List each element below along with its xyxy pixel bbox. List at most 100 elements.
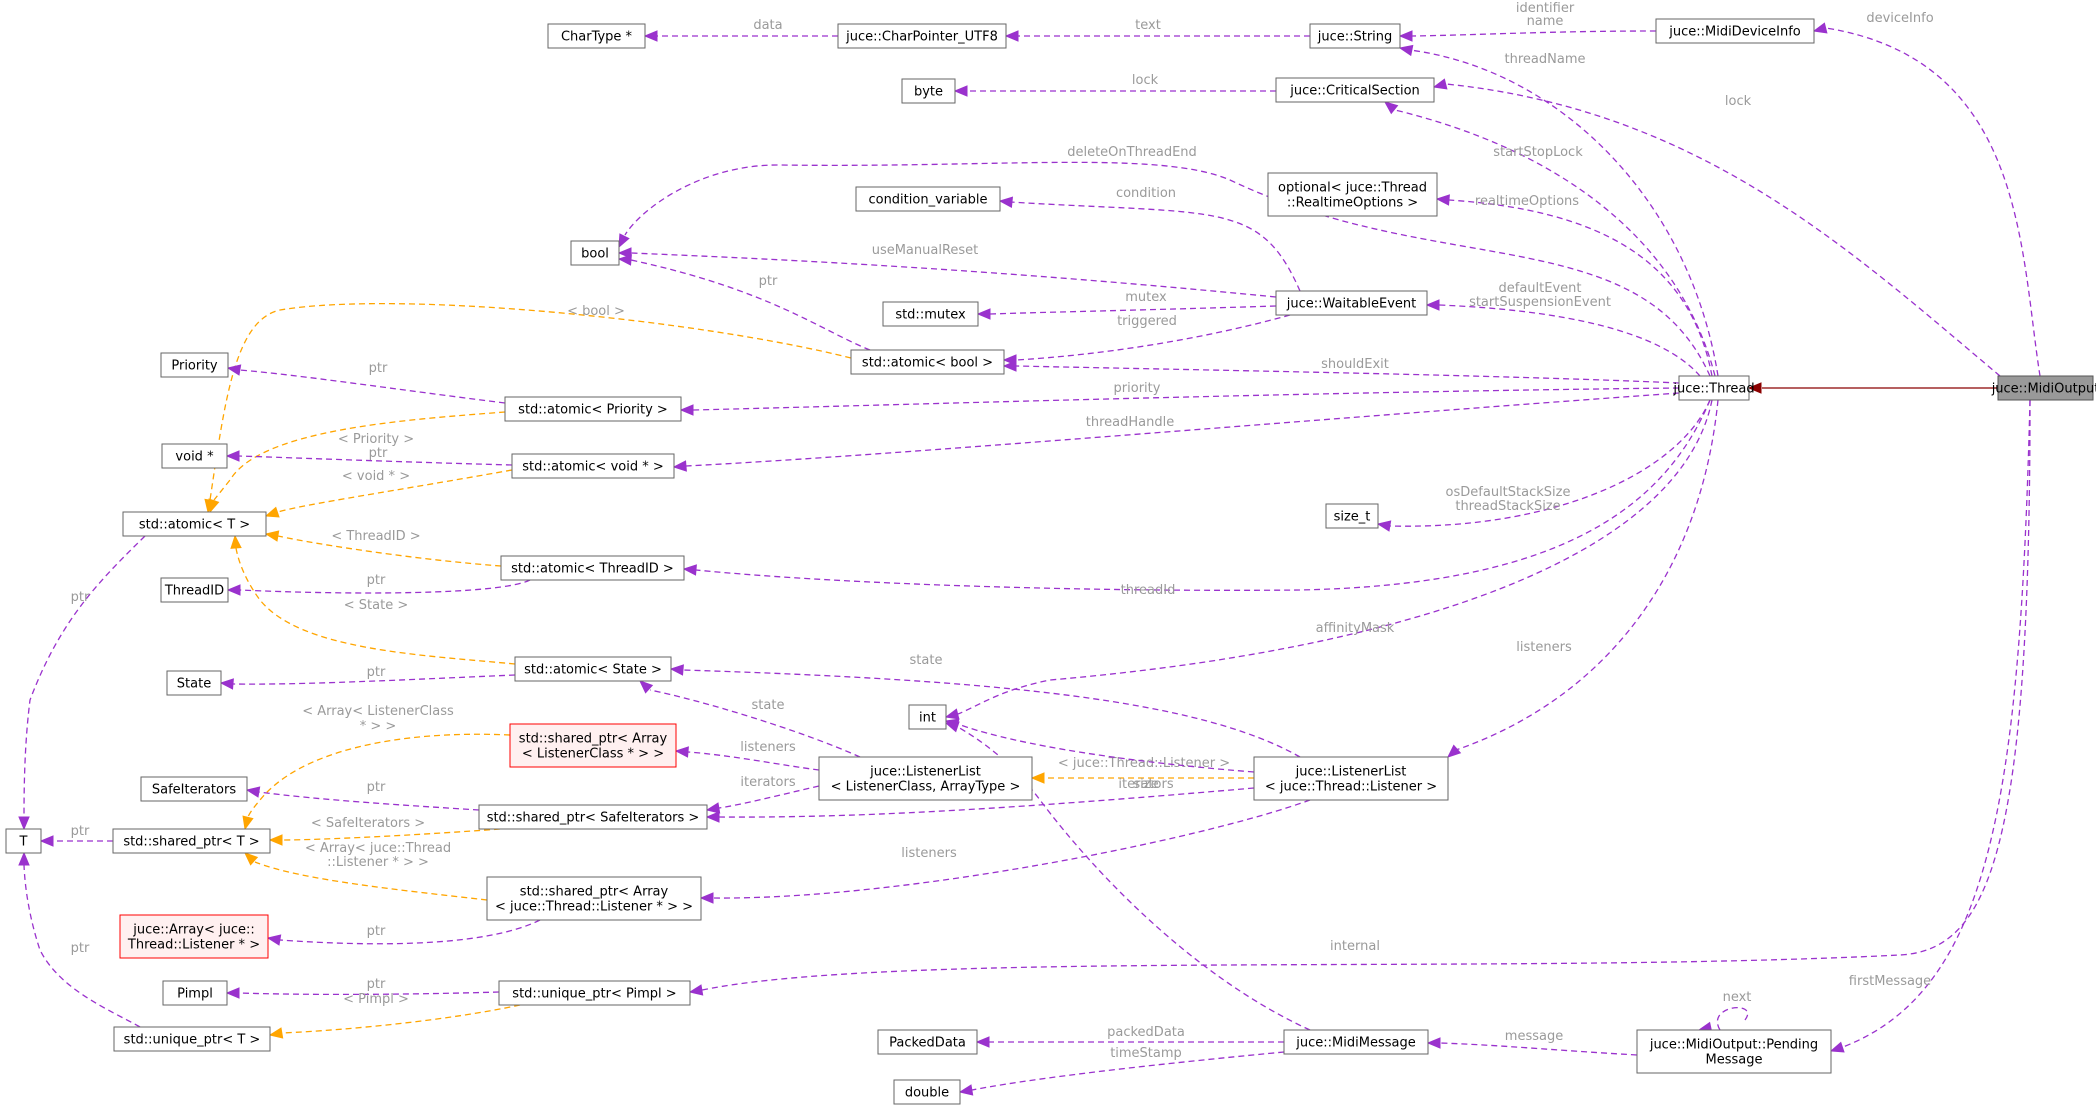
edge-line: [1015, 314, 1291, 361]
node-box: [1997, 375, 2094, 401]
node-criticalSection[interactable]: juce::CriticalSection: [1275, 77, 1435, 103]
node-atomicT[interactable]: std::atomic< T >: [122, 511, 267, 537]
edge-label: threadId: [1121, 583, 1176, 598]
edge-pendingMessage-to-midiMessage: message: [1426, 1029, 1638, 1056]
node-voidPtr[interactable]: void *: [161, 443, 228, 469]
node-thread[interactable]: juce::Thread: [1672, 375, 1755, 401]
node-box: [509, 723, 677, 768]
edge-label: threadHandle: [1086, 415, 1174, 430]
edge-line: [718, 787, 1255, 818]
node-label: optional< juce::Thread: [1278, 181, 1427, 196]
edge-line: [232, 674, 516, 685]
node-pimpl[interactable]: Pimpl: [162, 980, 228, 1006]
edge-label: ptr: [367, 977, 386, 992]
edge-label: listeners: [1516, 640, 1572, 655]
edge-arrowhead: [230, 534, 242, 549]
node-midiDeviceInfo[interactable]: juce::MidiDeviceInfo: [1655, 18, 1815, 44]
edge-line: [1411, 30, 1657, 37]
node-waitableEvent[interactable]: juce::WaitableEvent: [1275, 290, 1428, 316]
edge-label: < State >: [344, 598, 408, 613]
node-box: [850, 349, 1005, 375]
edge-atomicPriority-to-atomicT: < Priority >: [208, 411, 506, 514]
node-box: [1253, 756, 1449, 801]
node-box: [837, 23, 1007, 49]
node-midiMessage[interactable]: juce::MidiMessage: [1283, 1029, 1429, 1055]
node-safeIterators[interactable]: SafeIterators: [140, 776, 248, 802]
edge-label: ptr: [367, 924, 386, 939]
edge-line: [1394, 109, 1716, 377]
node-listenerListGeneric[interactable]: juce::ListenerList< ListenerClass, Array…: [818, 756, 1033, 801]
edge-midiOutput-to-pendingMessage: firstMessage: [1829, 399, 2031, 1053]
node-midiOutput[interactable]: juce::MidiOutput: [1991, 375, 2096, 401]
node-atomicState[interactable]: std::atomic< State >: [514, 656, 672, 682]
node-label: State: [177, 677, 211, 692]
node-int[interactable]: int: [908, 704, 947, 730]
node-double[interactable]: double: [893, 1079, 961, 1105]
node-uniqueT[interactable]: std::unique_ptr< T >: [113, 1026, 271, 1052]
edge-arrowhead: [226, 364, 242, 376]
edge-line: [238, 455, 513, 466]
node-label: std::atomic< bool >: [862, 356, 993, 371]
edge-line: [692, 387, 1680, 411]
node-conditionVar[interactable]: condition_variable: [855, 186, 1001, 212]
node-sharedT[interactable]: std::shared_ptr< T >: [112, 828, 271, 854]
node-sharedArrThread[interactable]: std::shared_ptr< Array< juce::Thread::Li…: [486, 876, 702, 921]
edge-uniquePimpl-to-pimpl: ptr: [225, 977, 500, 999]
edge-listenerListThread-to-listenerListGeneric: < juce::Thread::Listener >: [1030, 756, 1254, 784]
node-label: std::atomic< Priority >: [518, 403, 668, 418]
node-label: SafeIterators: [152, 783, 236, 798]
edge-label: startSuspensionEvent: [1469, 295, 1611, 310]
edge-midiMessage-to-int: [944, 721, 1311, 1031]
node-label: std::atomic< void * >: [522, 460, 664, 475]
node-atomicPriority[interactable]: std::atomic< Priority >: [504, 396, 682, 422]
edge-label: iterators: [1118, 777, 1173, 792]
node-byte[interactable]: byte: [901, 78, 956, 104]
edge-string-to-charPointer: text: [1004, 18, 1310, 42]
node-stdMutex[interactable]: std::mutex: [882, 301, 979, 327]
node-atomicVoid[interactable]: std::atomic< void * >: [511, 453, 675, 479]
node-listenerListThread[interactable]: juce::ListenerList< juce::Thread::Listen…: [1253, 756, 1449, 801]
edge-label: data: [753, 18, 782, 33]
node-optionalRt[interactable]: optional< juce::Thread::RealtimeOptions …: [1267, 172, 1438, 217]
edge-label: ptr: [367, 573, 386, 588]
node-uniquePimpl[interactable]: std::unique_ptr< Pimpl >: [498, 980, 691, 1006]
edge-arrowhead: [1030, 772, 1045, 784]
node-sharedSafeIt[interactable]: std::shared_ptr< SafeIterators >: [478, 804, 708, 830]
node-sizeT[interactable]: size_t: [1325, 503, 1379, 529]
node-state[interactable]: State: [166, 670, 222, 696]
edge-label: lock: [1132, 73, 1159, 88]
edge-arrowhead: [242, 815, 254, 831]
node-atomicBool[interactable]: std::atomic< bool >: [850, 349, 1005, 375]
node-atomicThreadID[interactable]: std::atomic< ThreadID >: [500, 555, 685, 581]
node-charPointer[interactable]: juce::CharPointer_UTF8: [837, 23, 1007, 49]
node-packedData[interactable]: PackedData: [877, 1029, 978, 1055]
node-sharedArrLC[interactable]: std::shared_ptr< Array< ListenerClass * …: [509, 723, 677, 768]
node-label: juce::Thread: [1672, 382, 1754, 397]
edge-label: < juce::Thread::Listener >: [1058, 756, 1230, 771]
edge-label: listeners: [740, 740, 796, 755]
node-arrayThreadListener[interactable]: juce::Array< juce::Thread::Listener * >: [119, 914, 269, 959]
edge-waitableEvent-to-atomicBool: triggered: [1002, 314, 1291, 366]
node-label: std::atomic< T >: [139, 518, 250, 533]
node-string[interactable]: juce::String: [1309, 23, 1401, 49]
edge-arrowhead: [264, 506, 280, 518]
node-T[interactable]: T: [5, 828, 42, 854]
edge-arrowhead: [674, 746, 689, 758]
node-charType[interactable]: CharType *: [547, 23, 646, 49]
edge-line: [649, 689, 861, 758]
node-box: [511, 453, 675, 479]
edge-thread-to-optionalRt: realtimeOptions: [1435, 194, 1713, 377]
node-priority[interactable]: Priority: [160, 352, 229, 378]
node-bool[interactable]: bool: [570, 240, 620, 266]
edge-midiMessage-to-packedData: packedData: [975, 1025, 1284, 1048]
edge-charPointer-to-charType: data: [643, 18, 838, 42]
node-label: double: [905, 1086, 949, 1101]
edge-label: osDefaultStackSize: [1446, 485, 1571, 500]
node-box: [855, 186, 1001, 212]
edge-line: [281, 828, 501, 841]
edge-label: triggered: [1117, 314, 1177, 329]
node-threadID[interactable]: ThreadID: [160, 577, 229, 603]
edge-label: text: [1135, 18, 1161, 33]
node-label: juce::ListenerList: [869, 765, 981, 780]
